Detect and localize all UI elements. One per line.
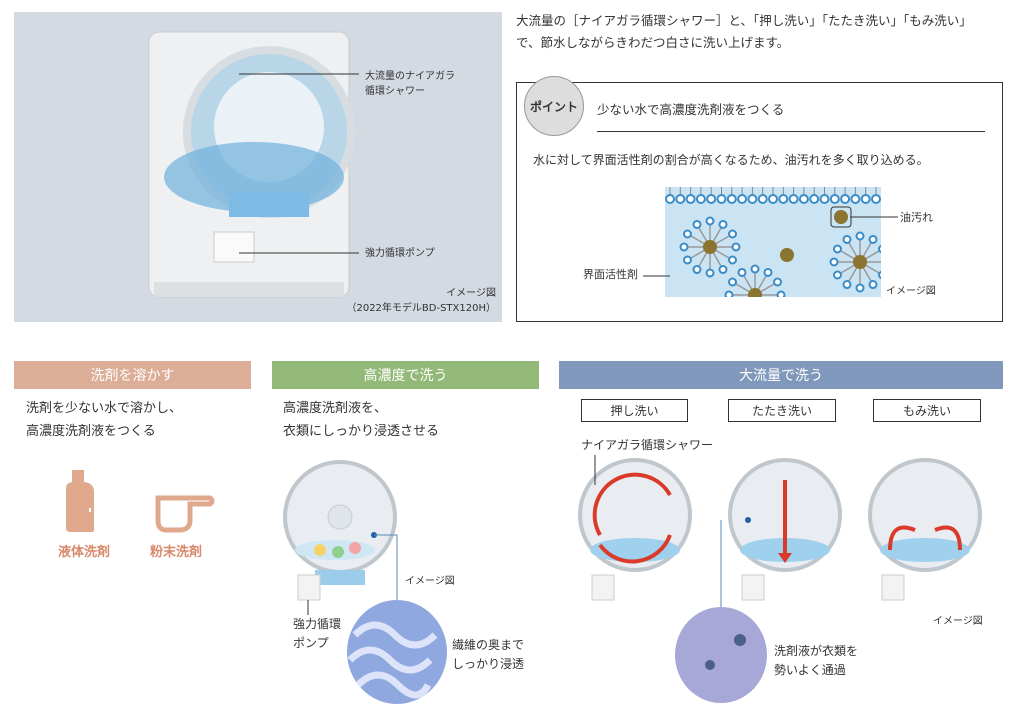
liquid-detergent-label: 液体洗剤 (58, 545, 111, 560)
step-header-concentrated: 高濃度で洗う (272, 361, 539, 389)
molecule-illustration (665, 187, 891, 326)
washer-illustration (148, 31, 359, 298)
step2-desc-line1: 高濃度洗剤液を、 (283, 401, 388, 416)
powder-detergent-label: 粉末洗剤 (150, 545, 203, 560)
shower-label-line2: 循環シャワー (365, 86, 425, 97)
step2-pump-label: 強力循環ポンプ (293, 615, 341, 653)
point-body: 水に対して界面活性剤の割合が高くなるため、油汚れを多く取り込める。 (533, 153, 929, 167)
step1-desc: 洗剤を少ない水で溶かし、高濃度洗剤液をつくる (26, 397, 182, 443)
intro-line2: で、節水しながらきわだつ白さに洗い上げます。 (516, 35, 790, 50)
photo-caption: イメージ図 （2022年モデルBD-STX120H） (346, 286, 496, 316)
diagram-caption: イメージ図 (886, 286, 936, 297)
step3-zoom-label: 洗剤液が衣類を勢いよく通過 (774, 642, 858, 680)
intro-line1: 大流量の［ナイアガラ循環シャワー］と、「押し洗い」「たたき洗い」「もみ洗い」 (516, 13, 972, 28)
drum-illustration (283, 460, 447, 704)
zoom-label-line2: しっかり浸透 (452, 657, 525, 671)
pump-label-line2: ポンプ (293, 636, 329, 650)
step1-desc-line2: 高濃度洗剤液をつくる (26, 424, 156, 439)
step2-desc: 高濃度洗剤液を、衣類にしっかり浸透させる (283, 397, 439, 443)
push-wash-drum (578, 455, 692, 601)
leader-lines (643, 216, 898, 277)
step2-caption: イメージ図 (405, 576, 455, 587)
point-badge: ポイント (524, 76, 584, 136)
surfactant-label: 界面活性剤 (583, 268, 638, 281)
rub-wash-drum (868, 458, 982, 601)
shower-label: 大流量のナイアガラ循環シャワー (365, 69, 455, 99)
shower-label-step3: ナイアガラ循環シャワー (581, 438, 714, 452)
oil-label: 油汚れ (900, 211, 933, 224)
divider (597, 131, 985, 132)
step2-desc-line2: 衣類にしっかり浸透させる (283, 424, 440, 439)
mode-tap-wash: たたき洗い (728, 399, 836, 422)
step2-zoom-label: 繊維の奥までしっかり浸透 (452, 636, 524, 674)
molecule-diagram (665, 187, 891, 326)
pump-label: 強力循環ポンプ (365, 248, 435, 259)
step3-zoom-line2: 勢いよく通過 (774, 663, 846, 677)
point-box (516, 82, 1003, 322)
pump-label-line1: 強力循環 (293, 617, 342, 631)
tap-wash-drum (720, 458, 842, 615)
wash-mode-illustrations (578, 455, 982, 703)
powder-detergent-icon (155, 495, 215, 533)
step3-caption: イメージ図 (933, 616, 983, 627)
detergent-icons (66, 470, 215, 533)
photo-caption-line1: イメージ図 (446, 288, 496, 299)
mode-push-wash: 押し洗い (581, 399, 688, 422)
step3-zoom-line1: 洗剤液が衣類を (774, 644, 859, 658)
shower-label-line1: 大流量のナイアガラ (365, 71, 455, 82)
photo-caption-line2: （2022年モデルBD-STX120H） (346, 303, 496, 314)
intro-text: 大流量の［ナイアガラ循環シャワー］と、「押し洗い」「たたき洗い」「もみ洗い」で、… (516, 10, 972, 54)
step-header-dissolve: 洗剤を溶かす (14, 361, 251, 389)
step-header-flow: 大流量で洗う (559, 361, 1003, 389)
mode-rub-wash: もみ洗い (873, 399, 981, 422)
point-title: 少ない水で高濃度洗剤液をつくる (597, 102, 785, 117)
liquid-detergent-icon (66, 470, 94, 532)
zoom-fabric-circle (675, 607, 767, 703)
washer-photo (14, 12, 502, 322)
zoom-label-line1: 繊維の奥まで (452, 638, 525, 652)
step1-desc-line1: 洗剤を少ない水で溶かし、 (26, 401, 183, 416)
